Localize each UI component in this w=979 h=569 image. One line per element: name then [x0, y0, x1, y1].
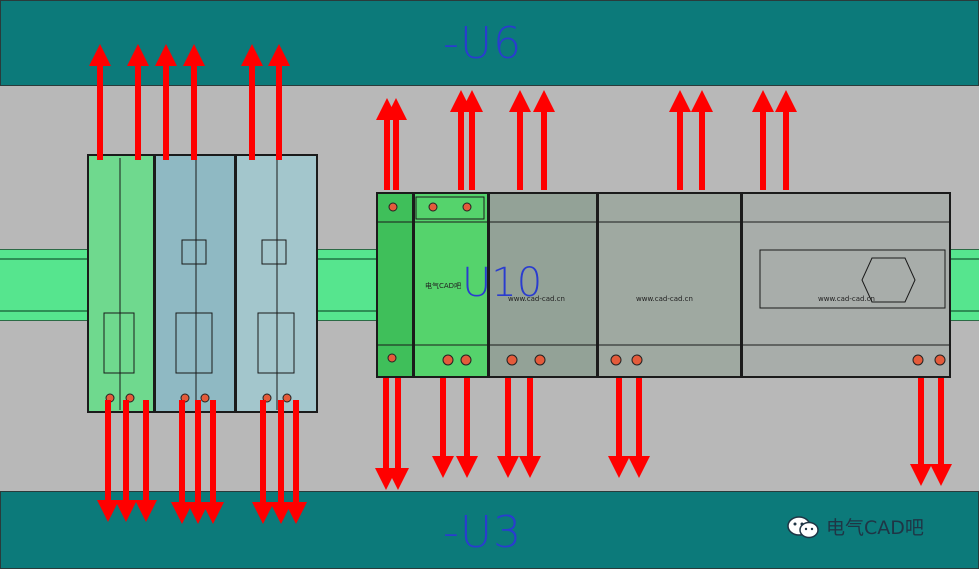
- duct-bottom-label: -U3: [443, 507, 523, 558]
- device-text-a: 电气CAD吧: [425, 282, 462, 290]
- arrow-up-2: [127, 44, 149, 160]
- watermark: 电气CAD吧: [786, 513, 924, 540]
- arrow-down-12: [432, 378, 454, 478]
- arrow-down-17: [628, 378, 650, 478]
- device-plc-module-1: [488, 192, 598, 378]
- arrow-up-13: [669, 90, 691, 190]
- arrow-down-19: [930, 378, 952, 486]
- arrow-up-11: [509, 90, 531, 190]
- watermark-text: 电气CAD吧: [826, 517, 924, 539]
- arrow-down-4: [171, 400, 193, 524]
- arrow-up-6: [268, 44, 290, 160]
- arrow-up-3: [155, 44, 177, 160]
- module-label-u10: U10: [462, 260, 543, 306]
- arrow-up-12: [533, 90, 555, 190]
- arrow-up-16: [775, 90, 797, 190]
- arrow-up-10: [461, 90, 483, 190]
- arrow-down-14: [497, 378, 519, 478]
- device-breaker-2: [154, 154, 236, 413]
- arrow-down-9: [285, 400, 307, 524]
- arrow-up-1: [89, 44, 111, 160]
- arrow-up-15: [752, 90, 774, 190]
- arrow-down-6: [202, 400, 224, 524]
- arrow-down-13: [456, 378, 478, 478]
- arrow-up-8: [385, 98, 407, 190]
- arrow-up-4: [183, 44, 205, 160]
- arrow-down-5: [187, 400, 209, 524]
- arrow-up-14: [691, 90, 713, 190]
- arrow-down-16: [608, 378, 630, 478]
- arrow-down-2: [115, 400, 137, 522]
- duct-top-label: -U6: [443, 18, 523, 69]
- arrow-down-11: [387, 378, 409, 490]
- device-text-b: www.cad-cad.cn: [508, 295, 565, 303]
- device-plc-module-2: [597, 192, 742, 378]
- device-text-d: www.cad-cad.cn: [818, 295, 875, 303]
- arrow-down-15: [519, 378, 541, 478]
- arrow-down-1: [97, 400, 119, 522]
- arrow-down-7: [252, 400, 274, 524]
- arrow-up-5: [241, 44, 263, 160]
- device-text-c: www.cad-cad.cn: [636, 295, 693, 303]
- arrow-down-18: [910, 378, 932, 486]
- arrow-down-8: [270, 400, 292, 524]
- device-plc-module-3: [741, 192, 951, 378]
- wechat-icon: [786, 515, 820, 539]
- arrow-down-3: [135, 400, 157, 522]
- device-module-narrow: [376, 192, 414, 378]
